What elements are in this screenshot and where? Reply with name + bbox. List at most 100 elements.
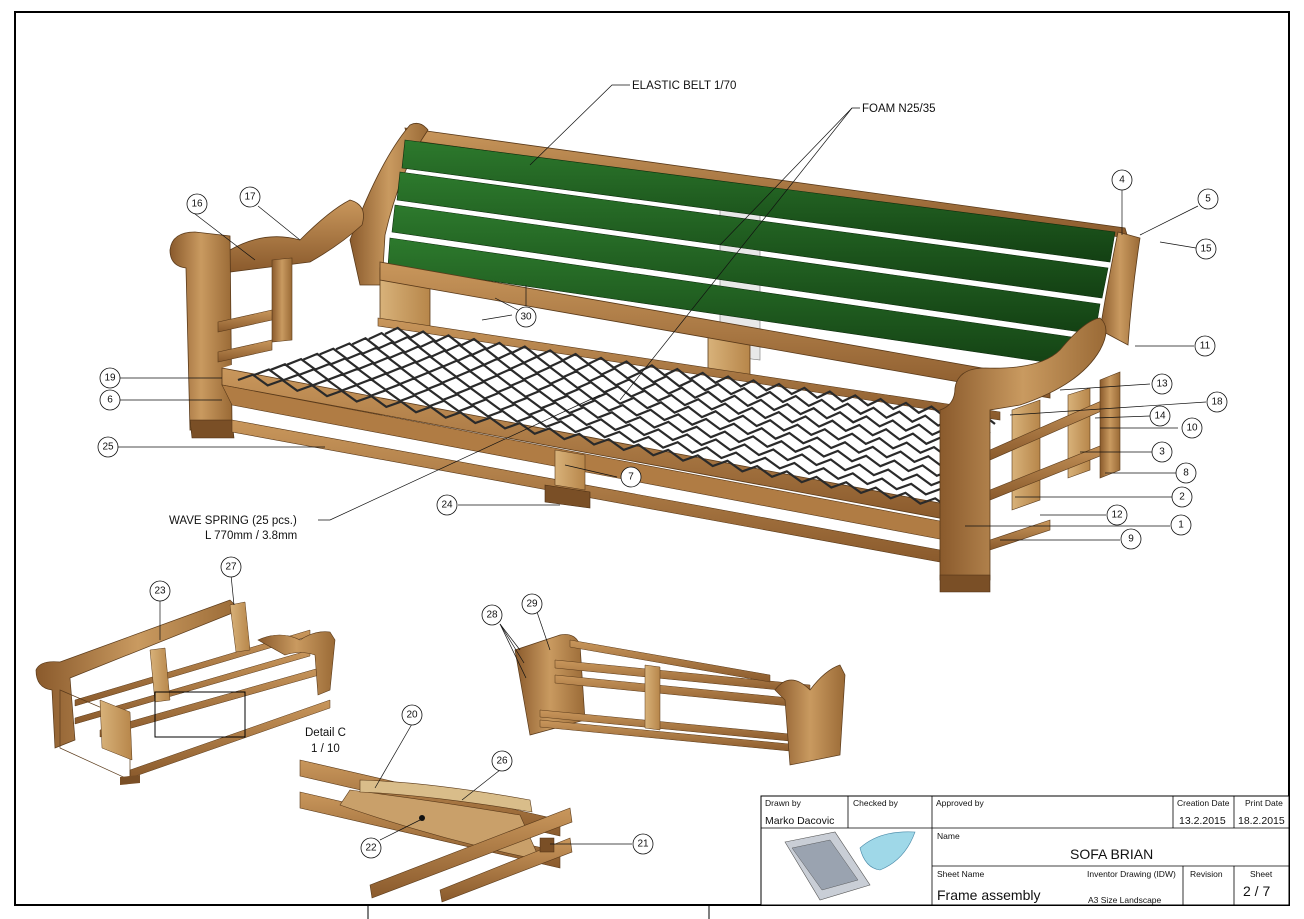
name-label: Name xyxy=(937,831,960,841)
wave-spring-row xyxy=(335,342,981,454)
wave-springs xyxy=(237,326,996,510)
wave-spring-row xyxy=(302,352,971,473)
part-bubble-27: 27 xyxy=(220,556,242,578)
format-label: Inventor Drawing (IDW) xyxy=(1087,869,1176,879)
checked-by-label: Checked by xyxy=(853,798,899,808)
svg-text:17: 17 xyxy=(244,192,256,203)
main-leaders xyxy=(118,84,1207,541)
sheet-label: Sheet xyxy=(1250,869,1273,879)
revision-label: Revision xyxy=(1190,869,1223,879)
part-bubble-22: 22 xyxy=(360,837,382,859)
part-bubble-12: 12 xyxy=(1106,504,1128,526)
wave-spring-row xyxy=(286,357,966,482)
svg-text:8: 8 xyxy=(1183,468,1189,479)
svg-text:16: 16 xyxy=(191,199,203,210)
part-bubble-17: 17 xyxy=(239,186,261,208)
detail-scale: 1 / 10 xyxy=(311,743,340,755)
approved-by-label: Approved by xyxy=(936,798,984,808)
svg-text:30: 30 xyxy=(520,312,532,323)
part-bubble-29: 29 xyxy=(521,593,543,615)
part-bubble-30: 30 xyxy=(515,306,537,328)
wave-spring-row xyxy=(270,363,961,491)
wave-spring-spec: L 770mm / 3.8mm xyxy=(205,530,297,542)
part-bubble-18: 18 xyxy=(1206,391,1228,413)
svg-text:1: 1 xyxy=(1178,520,1184,531)
part-bubble-10: 10 xyxy=(1181,417,1203,439)
creation-date-label: Creation Date xyxy=(1177,798,1230,808)
part-bubble-6: 6 xyxy=(99,389,121,411)
print-date-label: Print Date xyxy=(1245,798,1283,808)
svg-text:3: 3 xyxy=(1159,447,1165,458)
wave-spring-row xyxy=(253,368,956,501)
svg-text:25: 25 xyxy=(102,442,114,453)
wave-spring-label: WAVE SPRING (25 pcs.) xyxy=(169,515,297,527)
main-sofa-view xyxy=(169,122,1141,593)
creation-date-value: 13.2.2015 xyxy=(1179,815,1226,827)
svg-text:28: 28 xyxy=(486,610,498,621)
part-bubble-4: 4 xyxy=(1111,169,1133,191)
part-bubble-23: 23 xyxy=(149,580,171,602)
part-bubble-13: 13 xyxy=(1151,373,1173,395)
wave-spring-row xyxy=(384,326,996,425)
detail-title: Detail C xyxy=(305,727,346,739)
elastic-belt-label: ELASTIC BELT 1/70 xyxy=(632,80,736,92)
part-bubble-1: 1 xyxy=(1170,514,1192,536)
right-back-post xyxy=(1099,231,1141,346)
drawing-name: SOFA BRIAN xyxy=(1070,846,1153,862)
svg-text:4: 4 xyxy=(1119,175,1125,186)
wave-spring-row xyxy=(351,337,986,444)
wave-spring-row xyxy=(319,347,976,463)
sheet-number: 2 / 7 xyxy=(1243,883,1270,899)
svg-text:21: 21 xyxy=(637,839,649,850)
svg-text:7: 7 xyxy=(628,472,634,483)
detail-c-view xyxy=(299,759,573,903)
wave-spring-row xyxy=(237,373,951,510)
part-bubble-11: 11 xyxy=(1194,335,1216,357)
part-bubbles: 1 2 3 4 5 6 7 8 9 10 11 12 13 14 15 16 1… xyxy=(97,169,1228,859)
elastic-belts xyxy=(387,139,1116,369)
svg-text:13: 13 xyxy=(1156,379,1168,390)
title-block: Drawn by Marko Dacovic Checked by Approv… xyxy=(760,795,1290,906)
svg-text:29: 29 xyxy=(526,599,538,610)
svg-text:2: 2 xyxy=(1179,492,1185,503)
svg-text:18: 18 xyxy=(1211,397,1223,408)
format-size: A3 Size Landscape xyxy=(1088,895,1162,905)
part-bubble-20: 20 xyxy=(401,704,423,726)
print-date-value: 18.2.2015 xyxy=(1238,815,1285,827)
svg-text:15: 15 xyxy=(1200,244,1212,255)
part-bubble-5: 5 xyxy=(1197,188,1219,210)
foam-label: FOAM N25/35 xyxy=(862,103,936,115)
part-bubble-8: 8 xyxy=(1175,462,1197,484)
sheet-name-value: Frame assembly xyxy=(937,887,1040,903)
svg-text:12: 12 xyxy=(1111,510,1123,521)
part-bubble-16: 16 xyxy=(186,193,208,215)
thumbnail-preview xyxy=(784,831,916,901)
part-bubble-24: 24 xyxy=(436,494,458,516)
part-bubble-3: 3 xyxy=(1151,441,1173,463)
svg-text:11: 11 xyxy=(1200,341,1211,352)
part-bubble-15: 15 xyxy=(1195,238,1217,260)
svg-text:23: 23 xyxy=(154,586,166,597)
wave-spring-row xyxy=(368,331,991,435)
svg-text:26: 26 xyxy=(496,756,508,767)
svg-text:6: 6 xyxy=(107,395,113,406)
part-bubble-21: 21 xyxy=(632,833,654,855)
svg-text:20: 20 xyxy=(406,710,418,721)
sheet-border xyxy=(14,11,1290,906)
part-bubble-14: 14 xyxy=(1149,405,1171,427)
svg-text:9: 9 xyxy=(1128,534,1134,545)
svg-text:27: 27 xyxy=(225,562,237,573)
left-armrest xyxy=(229,199,364,273)
svg-text:5: 5 xyxy=(1205,194,1211,205)
part-bubble-19: 19 xyxy=(99,367,121,389)
frame-view-left xyxy=(35,599,336,785)
part-bubble-2: 2 xyxy=(1171,486,1193,508)
part-bubble-28: 28 xyxy=(481,604,503,626)
part-bubble-9: 9 xyxy=(1120,528,1142,550)
part-bubble-26: 26 xyxy=(491,750,513,772)
frame-view-right xyxy=(514,634,846,766)
part-bubble-25: 25 xyxy=(97,436,119,458)
svg-text:14: 14 xyxy=(1154,411,1166,422)
svg-text:22: 22 xyxy=(365,843,377,854)
